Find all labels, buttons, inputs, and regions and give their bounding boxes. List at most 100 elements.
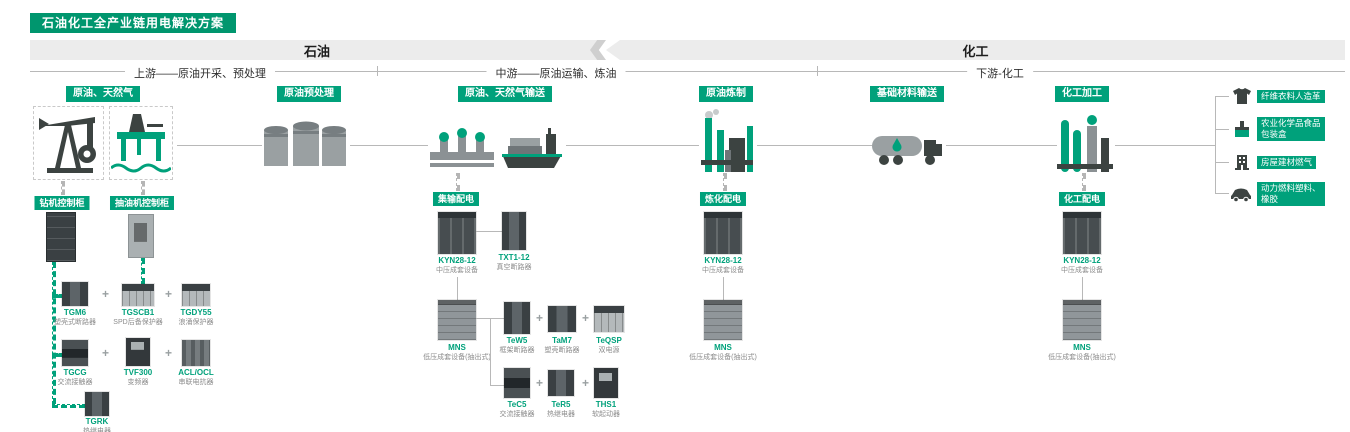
product-tgm6: TGM6 塑壳式断路器	[54, 308, 96, 327]
connector-line	[1082, 277, 1083, 300]
product-tgrk: TGRK 热继电器	[83, 417, 111, 432]
product-ter5-image	[548, 370, 574, 396]
product-name: TGCG	[63, 368, 87, 377]
product-desc: 串联电抗器	[178, 379, 214, 386]
building-icon	[1235, 155, 1249, 170]
product-name: KYN28-12	[704, 256, 742, 265]
connector-line	[1115, 145, 1215, 146]
package-icon	[1235, 121, 1249, 137]
product-kyn-chemical: KYN28-12 中压成套设备	[1061, 256, 1103, 275]
end-products-bracket	[1215, 96, 1216, 194]
stage-downstream: 下游-化工	[967, 65, 1033, 81]
stage-midstream: 中游——原油运输、炼油	[486, 65, 626, 81]
product-ths1: THS1 软起动器	[592, 400, 620, 419]
product-name: MNS	[448, 343, 466, 352]
panel-refining: 炼化配电	[699, 192, 747, 206]
product-desc: 中压成套设备	[1061, 267, 1103, 274]
product-tgscb1-image	[122, 284, 154, 306]
category-refining: 原油炼制	[699, 86, 753, 102]
oil-pumpjack-icon	[39, 117, 96, 173]
product-name: MNS	[714, 343, 732, 352]
product-desc: 塑壳式断路器	[54, 319, 96, 326]
panel-gathering: 集输配电	[432, 192, 480, 206]
connector-line	[141, 181, 145, 195]
product-desc: 热继电器	[83, 428, 111, 432]
product-desc: 真空断路器	[496, 264, 532, 271]
band-chemical-label: 化工	[962, 43, 989, 59]
plus-sign: +	[536, 311, 544, 325]
pump-cabinet-image	[128, 214, 154, 258]
product-desc: 塑壳断路器	[544, 347, 580, 354]
product-tgrk-image	[85, 392, 109, 416]
product-tew5: TeW5 框架断路器	[500, 336, 535, 355]
product-name: MNS	[1073, 343, 1091, 352]
product-ter5: TeR5 热继电器	[547, 400, 575, 419]
band-petroleum: 石油	[30, 40, 604, 60]
connector-line	[723, 277, 724, 300]
product-tgdy55: TGDY55 浪涌保护器	[179, 308, 214, 327]
product-name: TGRK	[85, 417, 109, 426]
product-tgm6-image	[62, 282, 88, 306]
product-kyn-chemical-image	[1063, 212, 1101, 254]
product-mns-gathering: MNS 低压成套设备(抽出式)	[423, 343, 491, 362]
end-product-fuel: 动力燃料塑料、 橡胶	[1257, 182, 1325, 206]
product-txt1-image	[502, 212, 526, 250]
pipeline-valves-icon	[430, 128, 494, 167]
product-desc: 交流接触器	[499, 411, 535, 418]
panel-chemical: 化工配电	[1058, 192, 1106, 206]
connector-line	[1215, 193, 1229, 194]
category-crude-gas: 原油、天然气	[66, 86, 140, 102]
connector-line	[476, 231, 502, 232]
product-mns-chemical-image	[1063, 300, 1101, 340]
connector-line	[52, 262, 56, 404]
connector-line	[490, 318, 491, 385]
car-icon	[1231, 188, 1251, 203]
connector-line	[1082, 173, 1086, 191]
product-kyn-gathering-image	[438, 212, 476, 254]
product-tvf300: TVF300 变频器	[124, 368, 152, 387]
product-aclocl: ACL/OCL 串联电抗器	[178, 368, 214, 387]
category-materials: 基础材料输送	[870, 86, 944, 102]
product-desc: 双电源	[598, 347, 620, 354]
category-transport: 原油、天然气输送	[458, 86, 552, 102]
product-tec5-image	[504, 368, 530, 398]
plus-sign: +	[102, 287, 110, 301]
connector-line	[456, 173, 460, 191]
product-name: TaM7	[552, 336, 572, 345]
end-product-building: 房屋建材燃气	[1257, 156, 1317, 169]
product-aclocl-image	[182, 340, 210, 366]
product-name: THS1	[595, 400, 617, 409]
product-tec5: TeC5 交流接触器	[500, 400, 535, 419]
oil-tanks-icon	[264, 121, 346, 166]
product-name: TXT1-12	[498, 253, 530, 262]
chemical-plant-icon	[1057, 115, 1113, 172]
product-mns-refining-image	[704, 300, 742, 340]
product-kyn-refining-image	[704, 212, 742, 254]
product-desc: 热继电器	[547, 411, 575, 418]
product-tgdy55-image	[182, 284, 210, 306]
plus-sign: +	[582, 311, 590, 325]
panel-drill-cabinet: 钻机控制柜	[34, 196, 90, 210]
product-kyn-gathering: KYN28-12 中压成套设备	[436, 256, 478, 275]
category-processing: 化工加工	[1055, 86, 1109, 102]
product-name: KYN28-12	[1063, 256, 1101, 265]
connector-line	[490, 385, 504, 386]
product-name: TGM6	[63, 308, 87, 317]
product-kyn-refining: KYN28-12 中压成套设备	[702, 256, 744, 275]
end-product-fiber: 纤维衣料人造革	[1257, 90, 1325, 103]
product-tgcg: TGCG 交流接触器	[58, 368, 93, 387]
product-name: TGDY55	[180, 308, 212, 317]
connector-line	[61, 181, 65, 195]
platform-dashed-box	[109, 106, 173, 180]
plus-sign: +	[165, 346, 173, 360]
stage-upstream: 上游——原油开采、预处理	[125, 65, 275, 81]
connector-line	[1215, 96, 1229, 97]
connector-line	[723, 173, 727, 191]
refinery-icon	[701, 109, 753, 172]
panel-pump-cabinet: 抽油机控制柜	[109, 196, 175, 210]
product-desc: 中压成套设备	[436, 267, 478, 274]
product-name: TVF300	[123, 368, 153, 377]
connector-line	[177, 145, 262, 146]
drill-cabinet-image	[46, 212, 76, 262]
